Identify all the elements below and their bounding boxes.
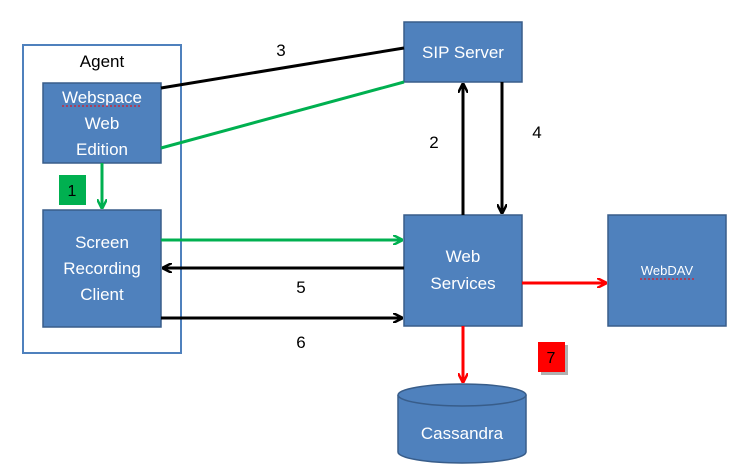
web-services-node: Web Services (403, 214, 523, 327)
screen-recording-line-1: Screen (75, 233, 129, 252)
cassandra-database-node: Cassandra (397, 383, 527, 464)
sip-server-label: SIP Server (422, 43, 504, 62)
webdav-node: WebDAV (607, 214, 727, 327)
screen-recording-line-3: Client (80, 285, 124, 304)
step-badge-1: 1 (59, 175, 86, 205)
webspace-line-2: Web (85, 114, 120, 133)
screen-recording-client-node: Screen Recording Client (42, 209, 162, 328)
connector-green-sip-webspace (160, 80, 405, 150)
screen-recording-line-2: Recording (63, 259, 141, 278)
web-services-line-2: Services (430, 274, 495, 293)
step-label-3: 3 (276, 41, 285, 60)
step-label-2: 2 (429, 133, 438, 152)
webdav-label: WebDAV (641, 263, 694, 278)
webspace-line-3: Edition (76, 140, 128, 159)
agent-container (22, 44, 182, 354)
step-badge-7: 7 (538, 342, 568, 375)
webspace-web-edition-node: Webspace Web Edition (42, 82, 162, 164)
badge-1-label: 1 (68, 183, 77, 200)
badge-7-label: 7 (547, 350, 556, 367)
sip-server-node: SIP Server (403, 21, 523, 83)
cassandra-label: Cassandra (421, 424, 504, 443)
step-label-4: 4 (532, 123, 541, 142)
webspace-line-1: Webspace (62, 88, 142, 107)
connector-step-3 (160, 46, 405, 90)
agent-label: Agent (80, 52, 125, 71)
step-label-6: 6 (296, 333, 305, 352)
step-label-5: 5 (296, 278, 305, 297)
web-services-line-1: Web (446, 247, 481, 266)
